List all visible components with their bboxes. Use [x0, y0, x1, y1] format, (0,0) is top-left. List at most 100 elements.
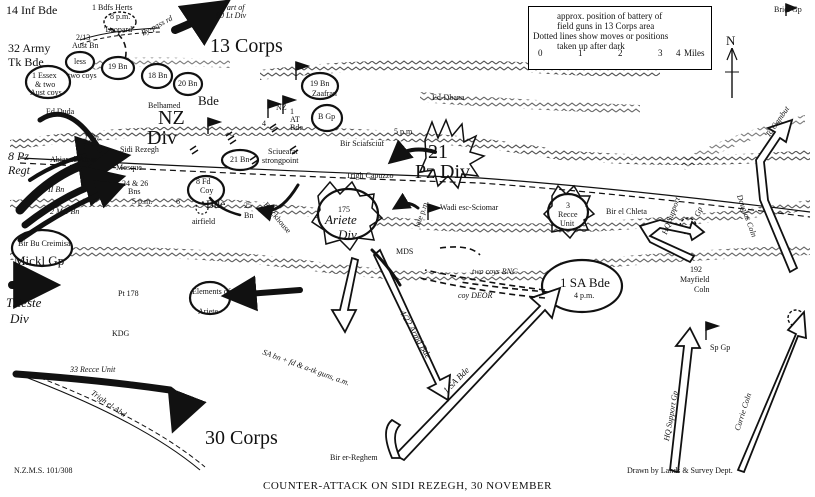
coy-deor-label: coy DEOR	[458, 291, 493, 300]
hq-flags	[207, 2, 798, 340]
sa1-label-1: 1 SA Bde	[560, 275, 610, 290]
two-coys-label: two coys	[68, 71, 97, 80]
bde6-label-a: 6	[176, 197, 180, 206]
spiky-formations	[310, 118, 596, 252]
map-credit: Drawn by Lands & Survey Dept.	[627, 466, 733, 475]
nz-div-label-2: Div	[147, 127, 177, 149]
essex-label-3: Aust coys	[30, 88, 62, 97]
bn20-label: 20 Bn	[178, 79, 198, 88]
recce-label-3: Unit	[560, 219, 575, 228]
bir-sciafsciuf-label: Bir Sciafsciuf	[340, 139, 385, 148]
elements-label-2: Ariete	[198, 307, 218, 316]
recce33-label: 33 Recce Unit	[70, 365, 116, 374]
advance-arrows	[330, 118, 807, 474]
enemy-arrows	[8, 0, 437, 434]
p5pm-2-label: 5 p.m	[394, 127, 413, 136]
mg-bn-label: 2 MG Bn	[50, 207, 80, 216]
mayfield-label-1: 192	[690, 265, 702, 274]
strongpoint-label: strongpoint	[262, 156, 299, 165]
ariete-label-2: Div	[338, 227, 357, 242]
mosque-label: Mosque	[116, 163, 142, 172]
elements-label-1: Elements of	[192, 287, 231, 296]
legend-battery-line1: approx. position of battery of	[557, 11, 663, 21]
pz21-label-2: Pz Div	[415, 161, 470, 183]
map-reference: N.Z.M.S. 101/308	[14, 466, 73, 475]
bn19-label: 19 Bn	[108, 62, 128, 71]
fd8-label-2: Coy	[200, 186, 214, 195]
sciuearat-label: Sciuearat	[268, 147, 298, 156]
part90-label-1: Part of	[222, 3, 245, 12]
inf14-label: 14 Inf Bde	[6, 3, 58, 17]
nz-flag-4: 4	[262, 119, 266, 128]
leopard-label: 'Leopard'	[104, 25, 134, 34]
night-moves	[109, 27, 549, 299]
scale-unit: Miles	[684, 48, 705, 58]
army32-label-2: Tk Bde	[8, 55, 44, 69]
two-coys-rnc-label: two coys RNC	[472, 267, 518, 276]
airfield-label: airfield	[192, 217, 216, 226]
formations	[10, 50, 624, 316]
less-label: less	[74, 57, 86, 66]
essex-label-2: & two	[35, 80, 56, 89]
corps-13-label: 13 Corps	[210, 35, 283, 57]
belhamed-label: Belhamed	[148, 101, 181, 110]
wadi-label: Wadi esc-Sciomar	[440, 203, 499, 212]
briel-gp-label: Briel Gp	[774, 5, 802, 14]
b-gp-label: B Gp	[318, 112, 336, 121]
recce-label-2: Recce	[558, 210, 578, 219]
legend: approx. position of battery of field gun…	[528, 6, 712, 70]
recce-label-1: 3	[566, 201, 570, 210]
map-caption: COUNTER-ATTACK ON SIDI REZEGH, 30 NOVEMB…	[263, 480, 552, 492]
ed-duda-label: Ed Duda	[46, 107, 75, 116]
fd8-label-1: 8 Fd	[196, 177, 211, 186]
nz-flag-bde: Bde	[290, 123, 303, 132]
bn25-label-1: 25	[244, 201, 252, 210]
nz-bde-label: Bde	[198, 93, 219, 108]
battery-symbols	[189, 123, 299, 165]
mds-label: MDS	[396, 247, 414, 256]
sidi-rezegh-label: Sidi Rezegh	[120, 145, 159, 154]
mayfield-label-2: Mayfield	[680, 275, 710, 284]
abiar-label: Abiar el-Amar	[50, 155, 97, 164]
army32-label-1: 32 Army	[8, 41, 51, 55]
p5pm-label: 5 p.m.	[132, 197, 153, 206]
aust213-label-1: 2/13	[76, 33, 91, 42]
bn25-label-2: Bn	[244, 211, 254, 220]
scale-tick-4: 4	[676, 48, 681, 58]
pt178-label: Pt 178	[118, 289, 139, 298]
legend-battery-line2: field guns in 13 Corps area	[557, 21, 655, 31]
trieste-label-2: Div	[10, 311, 29, 326]
leopard-position	[103, 11, 137, 33]
airfield-position	[195, 201, 209, 215]
scale-tick-1: 1	[578, 48, 583, 58]
essex-label-1: 1 Essex	[32, 71, 57, 80]
north-label: N	[726, 33, 736, 48]
ariete-label-1: Ariete	[325, 212, 357, 227]
ed-dbana-label: Ed-Dbana	[432, 93, 465, 102]
trieste-label-1: Trieste	[6, 295, 42, 310]
north-arrow-icon	[725, 48, 739, 98]
bir-chleta-label: Bir el Chleta	[606, 207, 647, 216]
trigh-capuzzo-label: Trigh Capuzzo	[346, 171, 394, 180]
pz21-label-1: 21	[428, 141, 448, 163]
bn21-label: 21 Bn	[230, 155, 250, 164]
bns-label-2: Bns	[128, 187, 141, 196]
sa1-label-2: 4 p.m.	[574, 291, 595, 300]
pz8-label-2: Regt	[8, 163, 30, 177]
zaafran-label: Zaafran	[312, 89, 337, 98]
mickl-gp-label: Mickl Gp	[14, 253, 65, 268]
bn-2-label: II Bn	[48, 185, 65, 194]
sp-gp-label: Sp Gp	[710, 343, 731, 352]
mayfield-label-3: Coln	[694, 285, 710, 294]
scale-tick-2: 2	[618, 48, 623, 58]
nz-flag-nz: NZ	[276, 103, 287, 112]
bns-label-1: 24 & 26	[122, 179, 149, 188]
legend-dotted-line1: Dotted lines show moves or positions	[533, 31, 669, 41]
bn-1-label: 1 Bn	[84, 133, 99, 142]
bn19-zaafran-label: 19 Bn	[310, 79, 330, 88]
pt175-label: 175	[338, 205, 350, 214]
bdfs-label-2: 8 p.m.	[110, 12, 131, 21]
scale-tick-0: 0	[538, 48, 543, 58]
